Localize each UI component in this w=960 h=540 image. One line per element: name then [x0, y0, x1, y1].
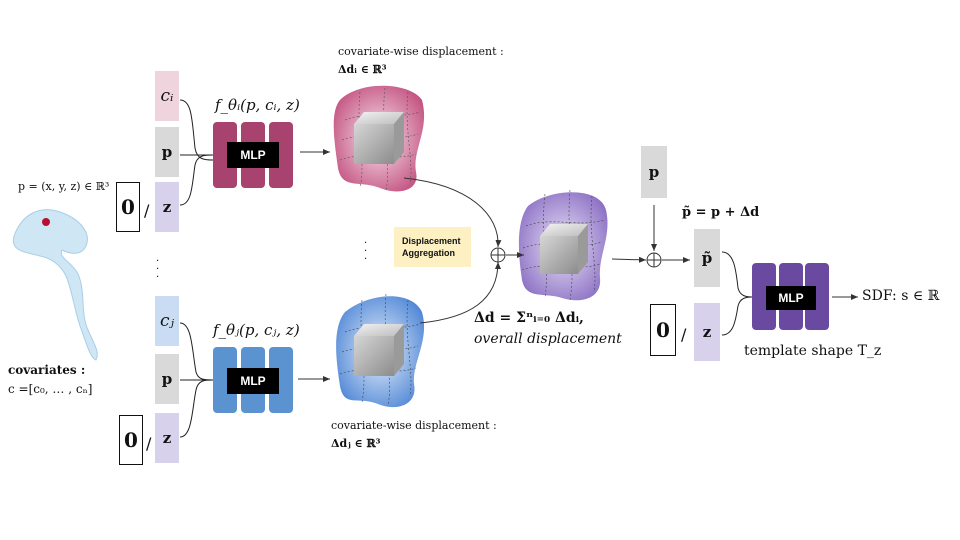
function-label-j: f_θⱼ(p, cⱼ, z)	[213, 321, 300, 339]
cube-i	[354, 112, 404, 164]
covariate-input-i: cᵢ	[155, 71, 179, 121]
query-point-label: p = (x, y, z) ∈ ℝ³	[18, 180, 110, 193]
covariates-vector: c =[c₀, … , cₙ]	[8, 382, 93, 396]
point-input-i: p	[155, 127, 179, 177]
sum-node-template	[646, 252, 662, 268]
latent-input-i: z	[155, 182, 179, 232]
displacement-eq-j: Δdⱼ ∈ ℝ³	[331, 437, 381, 450]
aggregation-line-2: Aggregation	[402, 248, 455, 258]
function-label-i: f_θᵢ(p, cᵢ, z)	[215, 96, 300, 114]
sum-node-aggregation	[490, 247, 506, 263]
shifted-point-eq: p̃ = p + Δd	[682, 205, 760, 220]
aggregation-line-1: Displacement	[402, 236, 461, 246]
displacement-title-i: covariate-wise displacement :	[338, 45, 504, 58]
template-shape-caption: template shape T_z	[744, 343, 882, 359]
cube-j	[354, 324, 404, 376]
mlp-label-j: MLP	[227, 368, 279, 394]
displacement-title-j: covariate-wise displacement :	[331, 419, 497, 432]
zero-input-j: 0	[119, 415, 143, 465]
point-input-template: p	[641, 146, 667, 198]
cube-overall	[540, 224, 588, 274]
mlp-label-i: MLP	[227, 142, 279, 168]
covariate-input-j: cⱼ	[155, 296, 179, 346]
point-cloud-shape	[12, 209, 98, 361]
ellipsis-dots-middle: · · ·	[364, 238, 368, 265]
displacement-eq-i: Δdᵢ ∈ ℝ³	[338, 63, 387, 76]
slash-i: /	[144, 201, 150, 220]
shifted-point-input: p̃	[694, 229, 720, 287]
latent-input-template: z	[694, 303, 720, 361]
slash-j: /	[146, 434, 152, 453]
zero-input-i: 0	[116, 182, 140, 232]
zero-input-template: 0	[650, 304, 676, 356]
mlp-block-template	[752, 263, 829, 330]
ellipsis-dots-left: · · ·	[156, 256, 160, 283]
overall-displacement-caption: overall displacement	[474, 331, 622, 347]
point-input-j: p	[155, 354, 179, 404]
mlp-label-template: MLP	[766, 286, 816, 310]
latent-input-j: z	[155, 413, 179, 463]
overall-displacement-eq: Δd = Σⁿᵢ₌₀ Δdᵢ,	[474, 310, 584, 326]
query-point-marker	[42, 218, 50, 226]
slash-template: /	[681, 325, 687, 344]
covariates-title: covariates :	[8, 363, 86, 377]
mlp-block-i	[213, 122, 293, 188]
displacement-aggregation-box: Displacement Aggregation	[394, 227, 471, 267]
sdf-output-label: SDF: s ∈ ℝ	[862, 288, 940, 304]
